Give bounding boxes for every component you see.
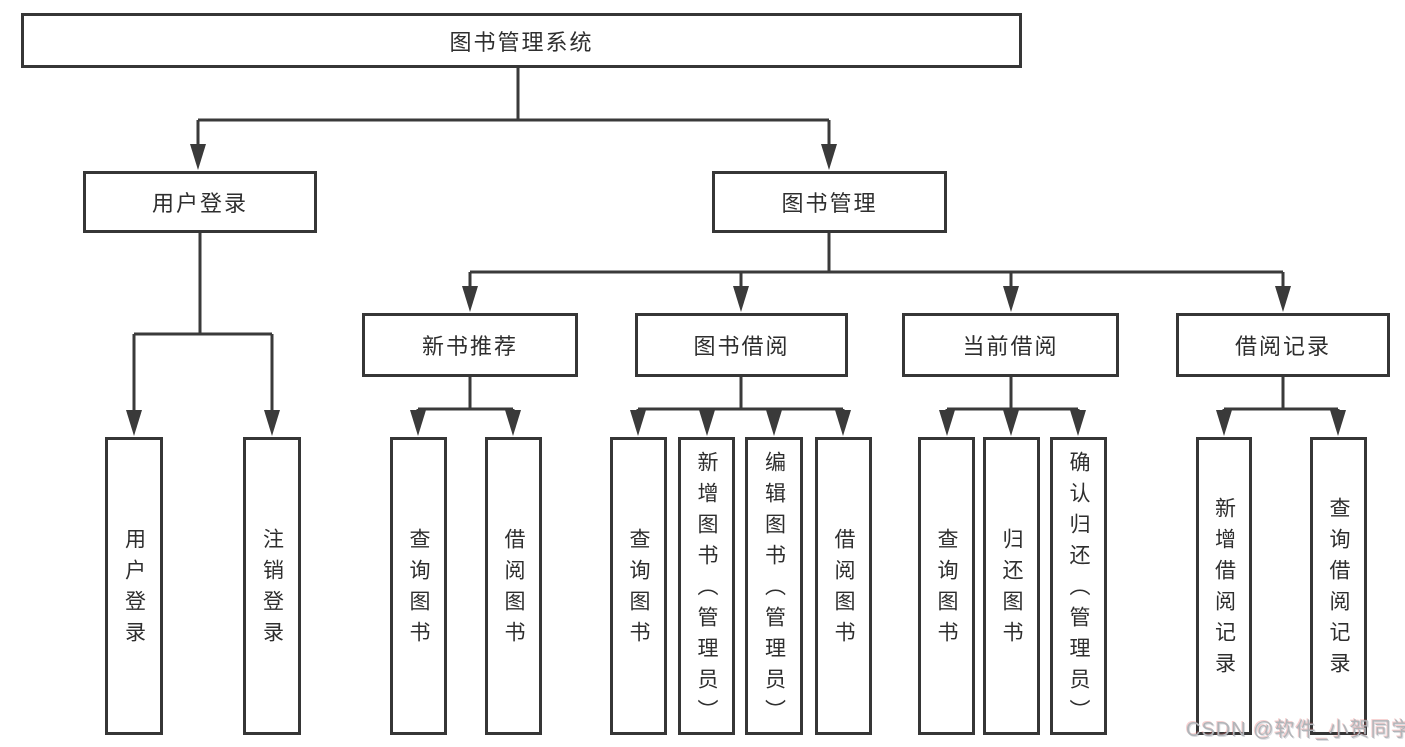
leaf-bb-borrow-book: 借阅图书 — [815, 437, 872, 735]
leaf-cb-return-book: 归还图书 — [983, 437, 1040, 735]
node-current-borrow: 当前借阅 — [902, 313, 1119, 377]
leaf-bb-edit-book-admin: 编辑图书（管理员） — [745, 437, 803, 735]
node-user-login: 用户登录 — [83, 171, 317, 233]
edge-root-to-level2 — [190, 68, 837, 170]
edge-borrow-record-to-leaves — [1216, 377, 1346, 436]
leaf-logout: 注销登录 — [243, 437, 301, 735]
watermark: CSDN @软件_小贺同学 — [1186, 719, 1405, 741]
leaf-user-login: 用户登录 — [105, 437, 163, 735]
leaf-br-add-record: 新增借阅记录 — [1196, 437, 1252, 735]
edge-book-borrow-to-leaves — [630, 377, 851, 436]
edge-book-management-to-level3 — [462, 233, 1291, 312]
node-book-management: 图书管理 — [712, 171, 947, 233]
node-new-book-recommend: 新书推荐 — [362, 313, 578, 377]
leaf-nbr-query-book: 查询图书 — [390, 437, 447, 735]
leaf-nbr-borrow-book: 借阅图书 — [485, 437, 542, 735]
leaf-bb-query-book: 查询图书 — [610, 437, 667, 735]
leaf-cb-query-book: 查询图书 — [918, 437, 975, 735]
node-book-borrow: 图书借阅 — [635, 313, 848, 377]
edge-current-borrow-to-leaves — [939, 377, 1086, 436]
edge-user-login-to-leaves — [126, 233, 280, 436]
edge-new-book-recommend-to-leaves — [410, 377, 521, 436]
leaf-bb-add-book-admin: 新增图书（管理员） — [678, 437, 735, 735]
leaf-cb-confirm-return-admin: 确认归还（管理员） — [1050, 437, 1107, 735]
leaf-br-query-record: 查询借阅记录 — [1310, 437, 1367, 735]
node-borrow-record: 借阅记录 — [1176, 313, 1390, 377]
node-library-management-system: 图书管理系统 — [21, 13, 1022, 68]
